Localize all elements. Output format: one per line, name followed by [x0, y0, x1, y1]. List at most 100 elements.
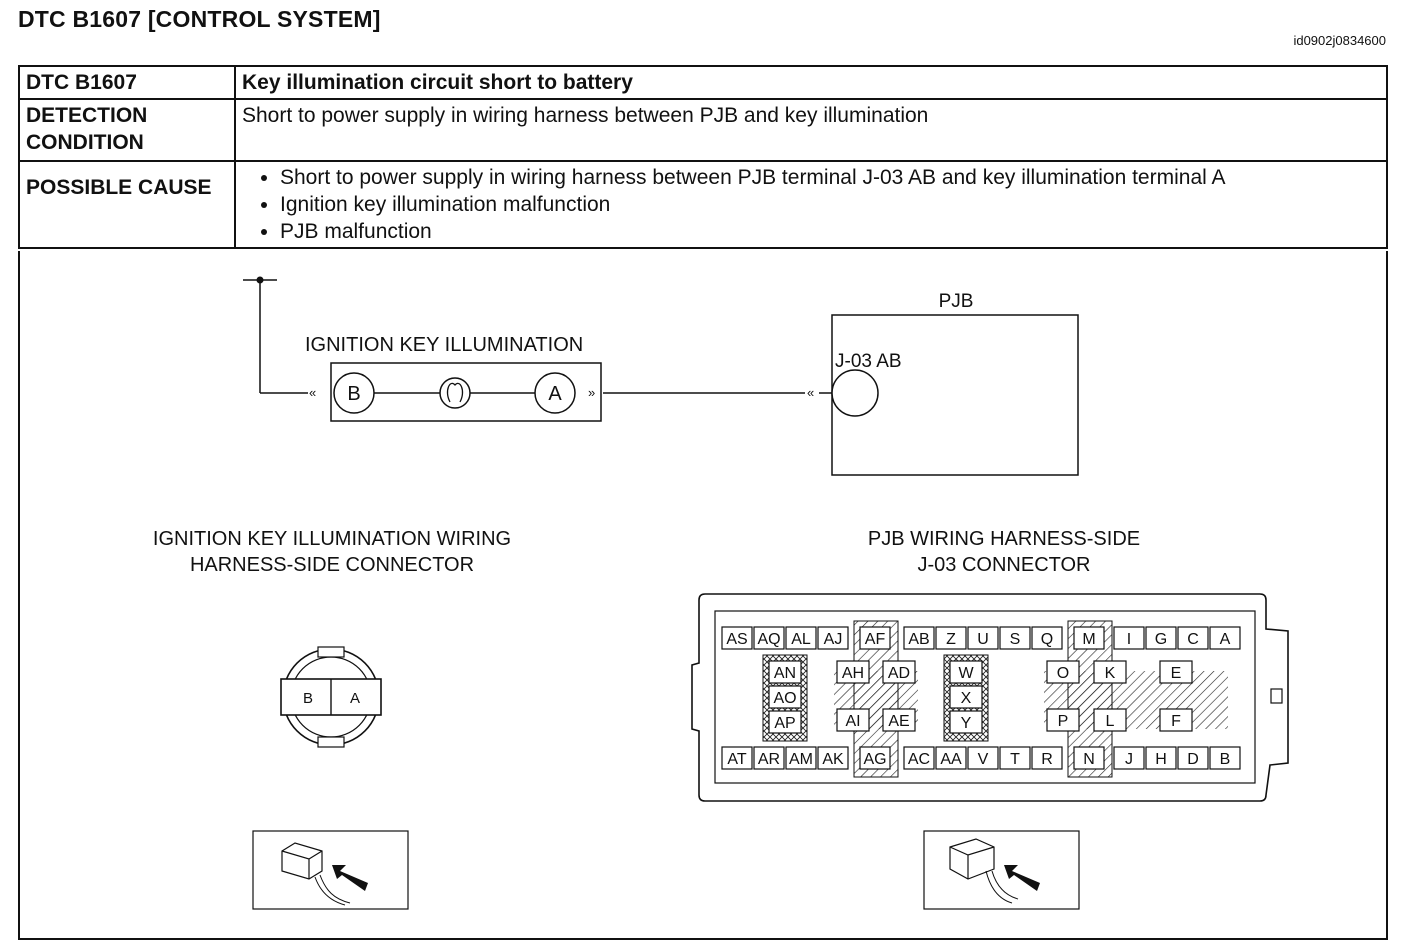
pin-cell [768, 685, 802, 709]
pin-cell [836, 708, 870, 732]
pin-cell [1113, 746, 1145, 770]
pin-label: AL [791, 631, 811, 648]
pin-label: Y [961, 715, 972, 732]
pin-cell [949, 710, 983, 734]
pin-label: D [1187, 751, 1199, 768]
pin-label: AS [726, 631, 747, 648]
pin-cell [1177, 626, 1209, 650]
pin-label: AB [908, 631, 929, 648]
pin-label: B [1220, 751, 1231, 768]
key-illumination-box [330, 362, 602, 422]
possible-cause-value: Short to power supply in wiring harness … [234, 160, 1388, 249]
pin-label: U [977, 631, 989, 648]
pin-cell [859, 746, 891, 770]
pin-label: J [1125, 751, 1133, 768]
page-title: DTC B1607 [CONTROL SYSTEM] [18, 6, 381, 32]
right-view-direction-box [923, 830, 1080, 910]
pin-cell [935, 626, 967, 650]
pin-cell [882, 708, 916, 732]
connector-chevron-icon: » [588, 385, 595, 400]
pin-cell [935, 746, 967, 770]
component-label: IGNITION KEY ILLUMINATION [305, 334, 583, 356]
terminal-b-label: B [347, 383, 360, 405]
pin-cell [1209, 746, 1241, 770]
arrow-icon [1004, 865, 1040, 891]
pin-label: Q [1041, 631, 1053, 648]
left-view-direction-box [252, 830, 409, 910]
pin-cell [1031, 746, 1063, 770]
pin-cell [1046, 660, 1080, 684]
cause-list: Short to power supply in wiring harness … [242, 164, 1380, 245]
pin-label: V [978, 751, 989, 768]
pin-b-label: B [303, 690, 313, 707]
pin-label: AJ [824, 631, 843, 648]
bulb-icon [439, 377, 471, 409]
pin-label: M [1082, 631, 1095, 648]
pin-cell [903, 746, 935, 770]
pin-label: L [1106, 713, 1115, 730]
pin-label: R [1041, 751, 1053, 768]
table-row: POSSIBLE CAUSE Short to power supply in … [18, 160, 1388, 249]
pin-label: K [1105, 665, 1116, 682]
pin-cell [785, 746, 817, 770]
table-row: DETECTION CONDITION Short to power suppl… [18, 98, 1388, 162]
pin-label: AA [940, 751, 962, 768]
pin-cell [785, 626, 817, 650]
wiring-diagram: « IGNITION KEY ILLUMINATION B A » « PJB … [153, 276, 1289, 910]
terminal-a-label: A [548, 383, 562, 405]
pin-cell [1177, 746, 1209, 770]
dtc-description: Key illumination circuit short to batter… [234, 65, 1388, 100]
pin-cell [949, 685, 983, 709]
arrow-icon [332, 865, 368, 891]
pin-cell [1209, 626, 1241, 650]
table-row: DTC B1607 Key illumination circuit short… [18, 65, 1388, 100]
list-item: Short to power supply in wiring harness … [280, 164, 1380, 191]
pin-label: AO [773, 690, 796, 707]
pin-cell [1145, 626, 1177, 650]
pin-label: Z [946, 631, 956, 648]
pin-label: AN [774, 665, 796, 682]
wiring-diagram-panel: « IGNITION KEY ILLUMINATION B A » « PJB … [18, 251, 1388, 940]
pin-cell [1093, 660, 1127, 684]
pin-cell [1031, 626, 1063, 650]
pin-label: AH [842, 665, 864, 682]
detection-condition-label: DETECTION CONDITION [18, 98, 236, 162]
left-connector-title: IGNITION KEY ILLUMINATION WIRING [153, 528, 511, 550]
pin-label: C [1187, 631, 1199, 648]
dtc-info-table: DTC B1607 Key illumination circuit short… [18, 65, 1388, 249]
pin-cell [768, 660, 802, 684]
pin-cell [768, 710, 802, 734]
pin-cell [967, 626, 999, 650]
pjb-terminal-circle [831, 369, 879, 417]
connector-chevron-icon: « [807, 385, 814, 400]
pin-label: AE [888, 713, 909, 730]
pin-cell [817, 626, 849, 650]
pin-cell [836, 660, 870, 684]
pin-label: F [1171, 713, 1181, 730]
detection-condition-value: Short to power supply in wiring harness … [234, 98, 1388, 162]
document-id: id0902j0834600 [1293, 33, 1386, 48]
pin-label: AC [908, 751, 930, 768]
pin-label: X [961, 690, 972, 707]
pin-cell [999, 626, 1031, 650]
pin-label: S [1010, 631, 1021, 648]
pin-cell [817, 746, 849, 770]
list-item: PJB malfunction [280, 218, 1380, 245]
pin-cell [949, 660, 983, 684]
pin-label: W [958, 665, 974, 682]
pin-cell [753, 626, 785, 650]
connector-chevron-icon: « [309, 385, 316, 400]
pin-cell [1159, 660, 1193, 684]
pin-cell [1073, 746, 1105, 770]
pin-label: T [1010, 751, 1020, 768]
pin-cell [1145, 746, 1177, 770]
pin-a-label: A [350, 690, 360, 707]
pin-cell [859, 626, 891, 650]
pin-label: E [1171, 665, 1182, 682]
pin-cell [1073, 626, 1105, 650]
list-item: Ignition key illumination malfunction [280, 191, 1380, 218]
dtc-code-label: DTC B1607 [18, 65, 236, 100]
pin-label: AT [727, 751, 746, 768]
pin-label: AI [845, 713, 860, 730]
